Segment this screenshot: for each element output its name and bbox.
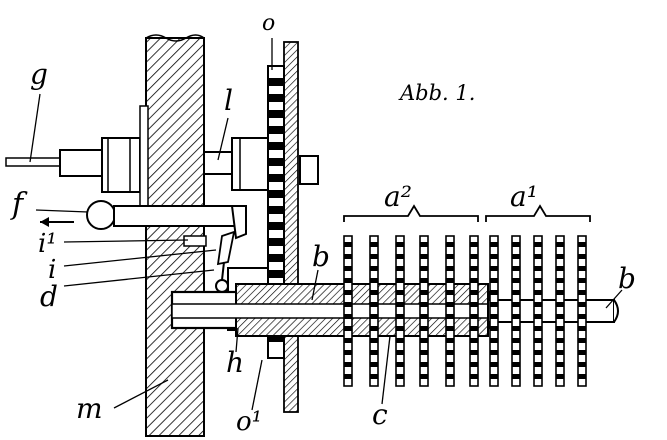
gear-tooth (268, 110, 284, 118)
disc (577, 235, 587, 387)
label-h: h (226, 346, 244, 379)
disc-stack (343, 235, 587, 387)
disc (419, 235, 429, 387)
label-b-right: b (618, 262, 636, 295)
leader-lines (29, 38, 623, 411)
gear-tooth (268, 142, 284, 150)
disc (369, 235, 379, 387)
label-m: m (76, 392, 103, 425)
label-g: g (30, 58, 48, 91)
main-shaft-b (170, 283, 619, 337)
plate (283, 41, 299, 413)
figure-caption: Abb. 1. (398, 81, 475, 105)
gear-tooth (268, 126, 284, 134)
gear-tooth (268, 334, 284, 342)
disc (343, 235, 353, 387)
gear-tooth (268, 78, 284, 86)
label-o: o (262, 11, 275, 36)
disc (511, 235, 521, 387)
disc (489, 235, 499, 387)
label-a1: a¹ (510, 180, 538, 213)
gear-tooth (268, 174, 284, 182)
label-i: i (48, 255, 56, 285)
lever-f (40, 200, 247, 240)
label-b-left: b (312, 240, 330, 273)
disc (555, 235, 565, 387)
disc (445, 235, 455, 387)
disc (469, 235, 479, 387)
gear-tooth (268, 238, 284, 246)
disc (533, 235, 543, 387)
gear-tooth (268, 222, 284, 230)
label-i1: i¹ (38, 229, 57, 259)
label-f: f (10, 187, 28, 222)
label-a2: a² (384, 180, 412, 213)
shaft-l (203, 137, 319, 191)
label-o1: o¹ (236, 407, 262, 437)
gear-tooth (268, 158, 284, 166)
label-c: c (372, 398, 388, 431)
gear-tooth (268, 94, 284, 102)
gear-tooth (268, 190, 284, 198)
spindle-g (5, 105, 149, 221)
label-d: d (40, 280, 58, 313)
disc (395, 235, 405, 387)
label-l: l (224, 84, 233, 117)
gear-tooth (268, 270, 284, 278)
brace-a1 (485, 204, 591, 222)
gear-tooth (268, 254, 284, 262)
brace-a2 (343, 204, 479, 222)
gear-tooth (268, 206, 284, 214)
